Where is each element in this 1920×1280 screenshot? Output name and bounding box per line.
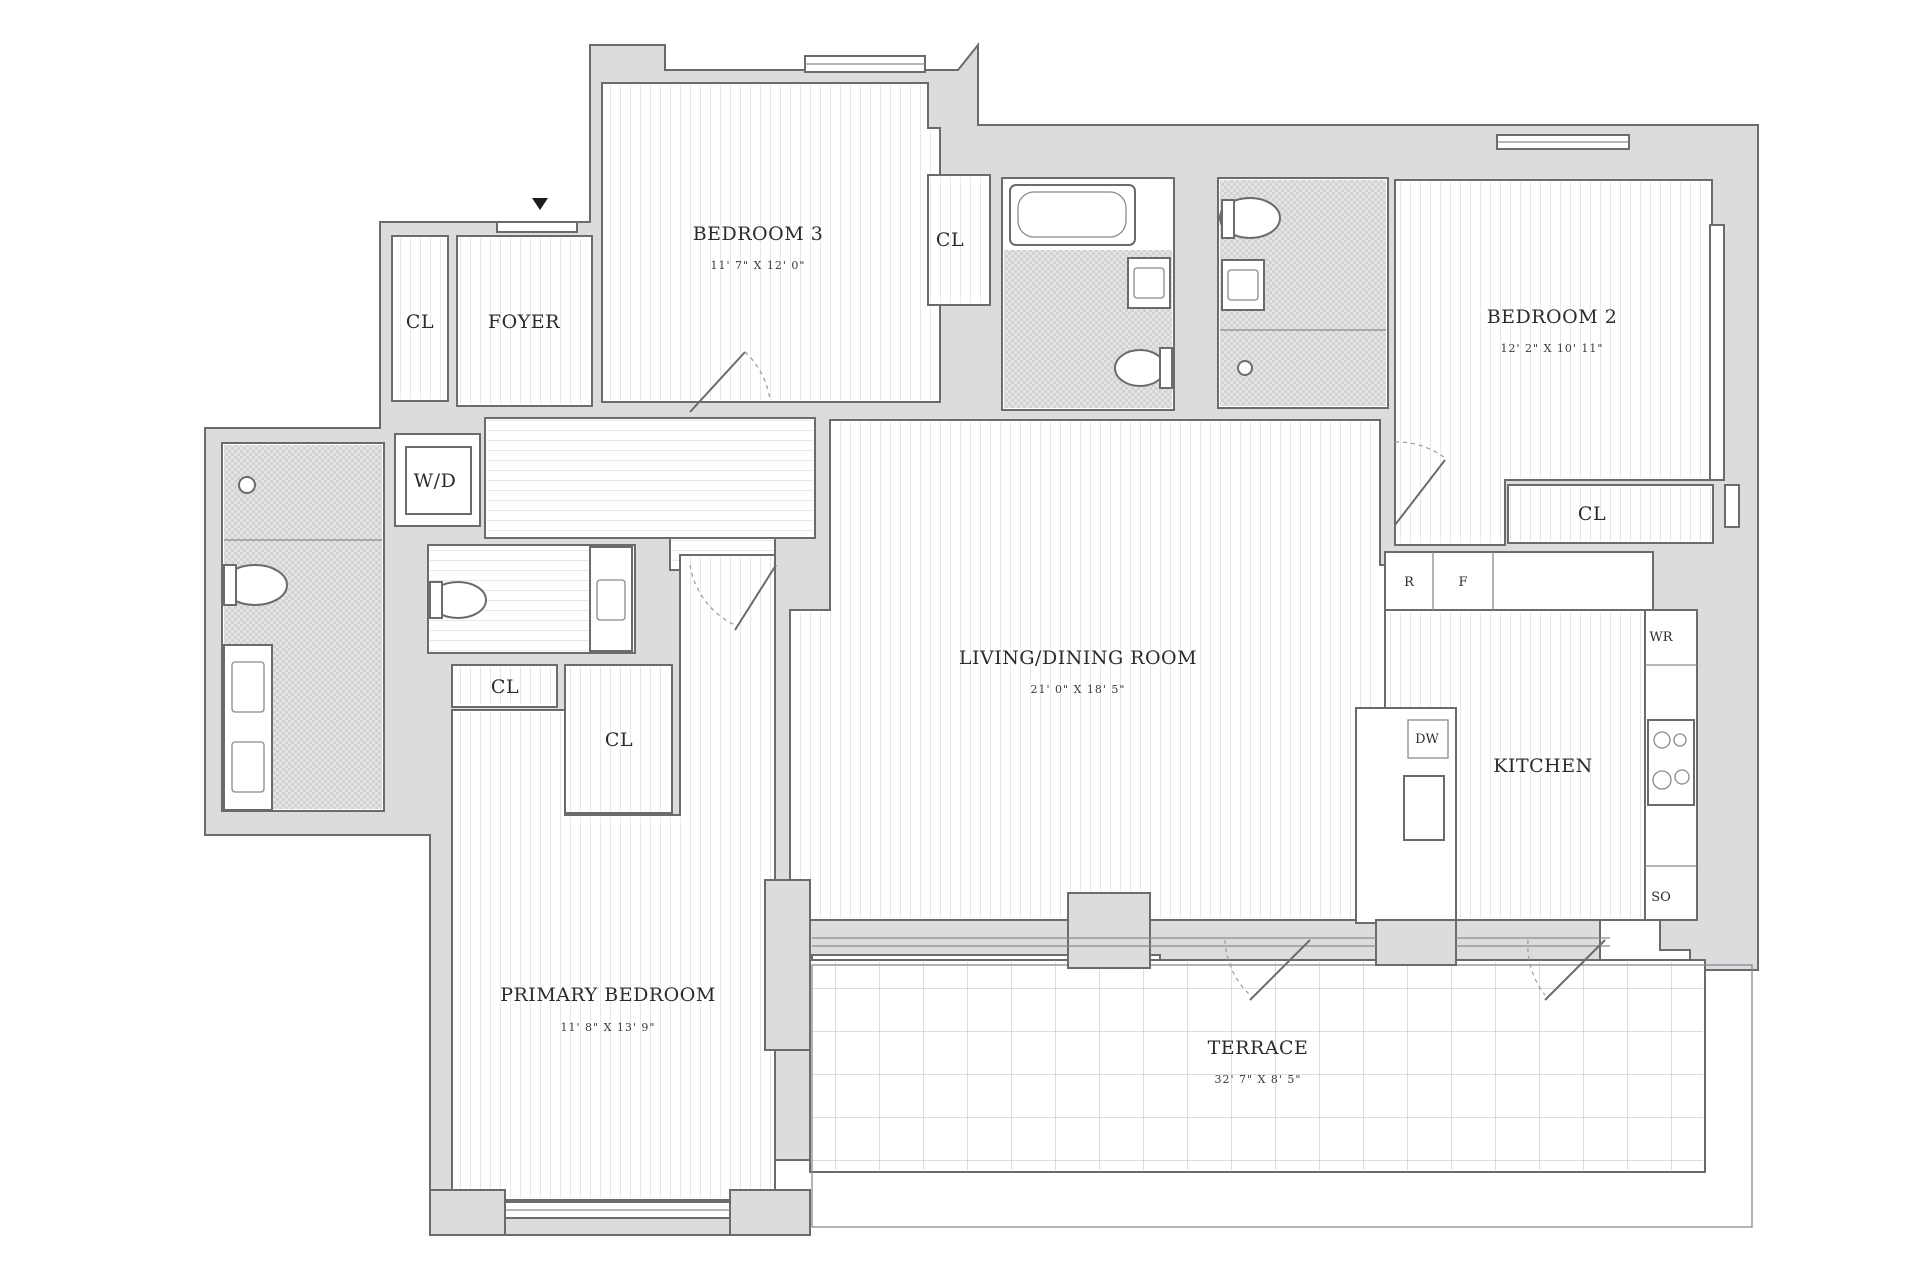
bedroom2-closet-label: CL [1578, 503, 1606, 525]
bedroom2-bathroom [1217, 177, 1389, 409]
windows [496, 55, 1740, 1219]
bedroom2-label: BEDROOM 2 [1487, 306, 1618, 328]
hall-bathroom [927, 174, 1175, 411]
foyer-label: FOYER [488, 311, 560, 333]
living-dining-label: LIVING/DINING ROOM [959, 647, 1197, 669]
bedroom2-floor [1394, 179, 1713, 546]
dishwasher-label: DW [1415, 732, 1439, 747]
bedroom2-dims: 12' 2" X 10' 11" [1501, 342, 1604, 355]
foyer-closet [391, 235, 449, 402]
hallway-floor [484, 417, 816, 571]
bedroom3-floor [601, 82, 941, 403]
interior-piers [429, 879, 811, 1236]
primary-bedroom-dims: 11' 8" X 13' 9" [561, 1021, 656, 1034]
wine-refrigerator-label: WR [1649, 630, 1673, 645]
foyer-closet-label: CL [406, 311, 434, 333]
primary-bathroom [221, 442, 385, 812]
kitchen-label: KITCHEN [1493, 755, 1592, 777]
primary-closet-label: CL [605, 729, 633, 751]
terrace-floor [809, 892, 1753, 1228]
powder-closet-label: CL [491, 676, 519, 698]
primary-small-closet [451, 664, 558, 708]
terrace-label: TERRACE [1208, 1037, 1309, 1059]
bedroom3-dims: 11' 7" X 12' 0" [711, 259, 806, 272]
primary-bedroom-label: PRIMARY BEDROOM [500, 984, 716, 1006]
down-triangle-icon [532, 198, 548, 210]
freezer-label: F [1458, 575, 1467, 590]
wd-label: W/D [414, 470, 457, 492]
living-dining-dims: 21' 0" X 18' 5" [1031, 683, 1126, 696]
primary-bedroom-floor [451, 554, 776, 1201]
living-dining-floor [789, 419, 1386, 921]
foyer-floor [456, 235, 593, 407]
bedroom2-closet [1507, 484, 1714, 544]
doors [689, 351, 1606, 1001]
speed-oven-label: SO [1651, 890, 1671, 905]
primary-closet [564, 664, 673, 814]
bath-closet-label: CL [936, 229, 964, 251]
powder-fixtures [429, 546, 633, 652]
refrigerator-label: R [1404, 575, 1415, 590]
terrace-dims: 32' 7" X 8' 5" [1215, 1073, 1302, 1086]
bedroom3-label: BEDROOM 3 [693, 223, 824, 245]
laundry-closet [394, 433, 481, 527]
